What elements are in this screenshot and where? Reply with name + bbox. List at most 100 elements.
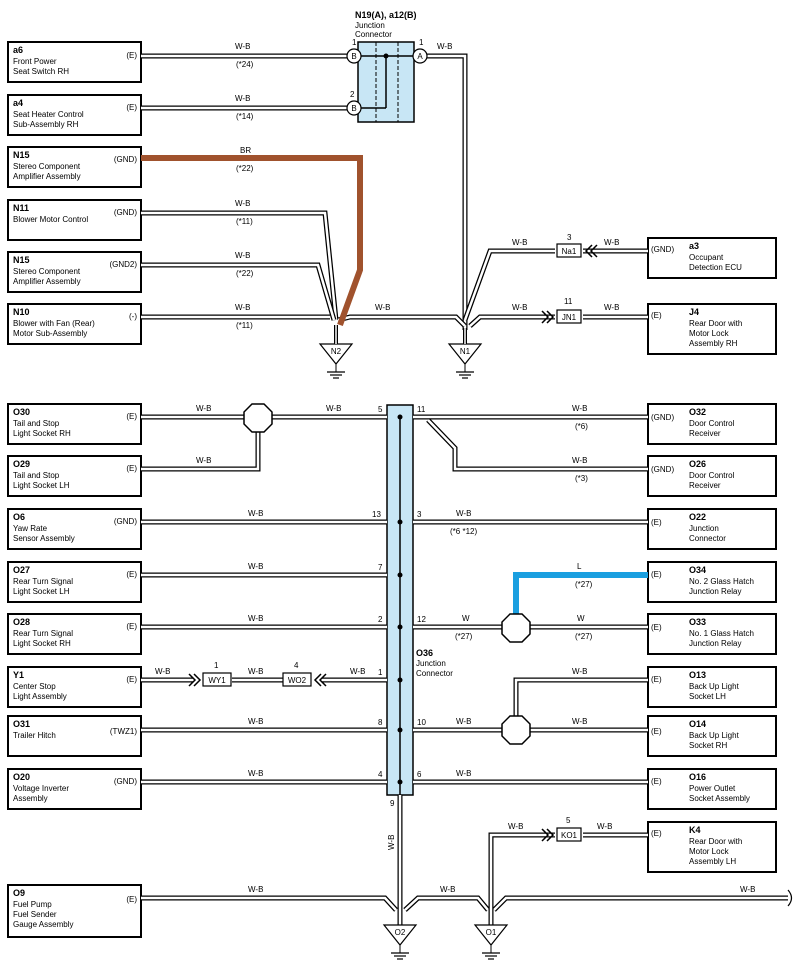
component-code: N15 bbox=[13, 255, 30, 265]
option-note: (*6) bbox=[575, 422, 588, 431]
wire-label: W-B bbox=[456, 509, 471, 518]
left-component-a6: a6 Front Power Seat Switch RH (E) bbox=[7, 41, 142, 83]
ground-o2: O2 bbox=[382, 924, 418, 960]
component-name: Receiver bbox=[689, 481, 721, 490]
component-code: O32 bbox=[689, 407, 706, 417]
component-name: Fuel Pump bbox=[13, 900, 52, 909]
component-code: Y1 bbox=[13, 670, 24, 680]
component-name: Rear Turn Signal bbox=[13, 629, 73, 638]
wire-label: W-B bbox=[196, 456, 211, 465]
wire-label: W-B bbox=[456, 769, 471, 778]
component-code: O20 bbox=[13, 772, 30, 782]
right-component-o13: O13 Back Up Light Socket LH (E) bbox=[647, 666, 777, 708]
pin-number: 5 bbox=[378, 405, 383, 414]
right-component-o32: O32 Door Control Receiver (GND) bbox=[647, 403, 777, 445]
inline-connector-jn1: JN1 11 bbox=[541, 297, 582, 324]
component-name: No. 2 Glass Hatch bbox=[689, 577, 754, 586]
component-code: O34 bbox=[689, 565, 706, 575]
component-name: Sub-Assembly RH bbox=[13, 120, 79, 129]
component-name: Junction Relay bbox=[689, 639, 741, 648]
option-note: (*3) bbox=[575, 474, 588, 483]
component-name: Occupant bbox=[689, 253, 724, 262]
wire-label: W-B bbox=[155, 667, 170, 676]
component-name: Detection ECU bbox=[689, 263, 742, 272]
component-name: Motor Lock bbox=[689, 847, 730, 856]
wire-label: W-B bbox=[440, 885, 455, 894]
component-pin: (E) bbox=[651, 518, 662, 527]
jn1-label: JN1 bbox=[562, 313, 577, 322]
conn-b2-label: B bbox=[351, 104, 356, 113]
component-name: Motor Lock bbox=[689, 329, 730, 338]
pin-number: 3 bbox=[417, 510, 422, 519]
component-name: Stereo Component bbox=[13, 162, 81, 171]
bottom-wires bbox=[141, 414, 788, 925]
left-component-o28: O28 Rear Turn Signal Light Socket RH (E) bbox=[7, 613, 142, 655]
wy1-label: WY1 bbox=[208, 676, 226, 685]
component-pin: (-) bbox=[129, 312, 137, 321]
left-component-o20: O20 Voltage Inverter Assembly (GND) bbox=[7, 768, 142, 810]
junction-mid-sub: Junction bbox=[416, 659, 446, 668]
option-note: (*6 *12) bbox=[450, 527, 477, 536]
conn-a-label: A bbox=[417, 52, 423, 61]
option-note: (*11) bbox=[236, 321, 253, 330]
component-code: O29 bbox=[13, 459, 30, 469]
ground-n1-label: N1 bbox=[460, 347, 471, 356]
ground-o1: O1 bbox=[473, 924, 509, 960]
pin-b1: 1 bbox=[352, 38, 357, 47]
wire-label: W-B bbox=[248, 717, 263, 726]
component-pin: (TWZ1) bbox=[110, 727, 137, 736]
component-name: Socket LH bbox=[689, 692, 726, 701]
component-name: Back Up Light bbox=[689, 682, 740, 691]
junction-mid-sub2: Connector bbox=[416, 669, 453, 678]
component-code: N10 bbox=[13, 307, 30, 317]
component-name: Door Control bbox=[689, 419, 735, 428]
top-connector-pins: B B A 1 2 1 bbox=[346, 38, 428, 116]
wire-label: W-B bbox=[597, 822, 612, 831]
component-name: Tail and Stop bbox=[13, 419, 60, 428]
wire-label: W-B bbox=[248, 769, 263, 778]
o36-pin-numbers: 5 11 13 3 7 2 12 1 8 10 4 6 9 bbox=[372, 405, 426, 808]
component-name: Door Control bbox=[689, 471, 735, 480]
component-name: Amplifier Assembly bbox=[13, 172, 81, 181]
pin-number: 9 bbox=[390, 799, 395, 808]
wire-label: W-B bbox=[326, 404, 341, 413]
component-pin: (GND) bbox=[651, 465, 674, 474]
ground-o1-label: O1 bbox=[486, 928, 497, 937]
top-wires bbox=[141, 53, 648, 330]
left-component-o31: O31 Trailer Hitch (TWZ1) bbox=[7, 715, 142, 757]
component-name: Connector bbox=[689, 534, 726, 543]
ground-o2-label: O2 bbox=[395, 928, 406, 937]
right-component-o16: O16 Power Outlet Socket Assembly (E) bbox=[647, 768, 777, 810]
wire-label: W-B bbox=[248, 667, 263, 676]
wire-label: W-B bbox=[572, 717, 587, 726]
component-name: No. 1 Glass Hatch bbox=[689, 629, 754, 638]
component-name: Assembly RH bbox=[689, 339, 738, 348]
ko1-label: KO1 bbox=[561, 831, 578, 840]
junction-top-title: N19(A), a12(B) bbox=[355, 10, 417, 20]
option-note: (*14) bbox=[236, 112, 254, 121]
left-component-o6: O6 Yaw Rate Sensor Assembly (GND) bbox=[7, 508, 142, 550]
component-pin: (GND) bbox=[651, 413, 674, 422]
wire-label: W-B bbox=[248, 614, 263, 623]
right-component-o14: O14 Back Up Light Socket RH (E) bbox=[647, 715, 777, 757]
wire-label: W-B bbox=[350, 667, 365, 676]
component-code: O13 bbox=[689, 670, 706, 680]
wire-label: W-B bbox=[604, 238, 619, 247]
option-note: (*27) bbox=[575, 580, 593, 589]
component-name: Amplifier Assembly bbox=[13, 277, 81, 286]
component-name: Center Stop bbox=[13, 682, 56, 691]
component-name: Trailer Hitch bbox=[13, 731, 56, 740]
wire-label: W-B bbox=[572, 456, 587, 465]
ground-n2-label: N2 bbox=[331, 347, 342, 356]
wire-label: W-B bbox=[248, 562, 263, 571]
wire-label: W-B bbox=[235, 199, 250, 208]
option-note: (*22) bbox=[236, 269, 254, 278]
wire-label: BR bbox=[240, 146, 251, 155]
component-code: O33 bbox=[689, 617, 706, 627]
pin-number: 6 bbox=[417, 770, 422, 779]
wo2-pin: 4 bbox=[294, 661, 299, 670]
component-pin: (E) bbox=[126, 51, 137, 60]
wire-label: W-B bbox=[235, 42, 250, 51]
pin-number: 10 bbox=[417, 718, 426, 727]
component-name: Assembly LH bbox=[689, 857, 736, 866]
